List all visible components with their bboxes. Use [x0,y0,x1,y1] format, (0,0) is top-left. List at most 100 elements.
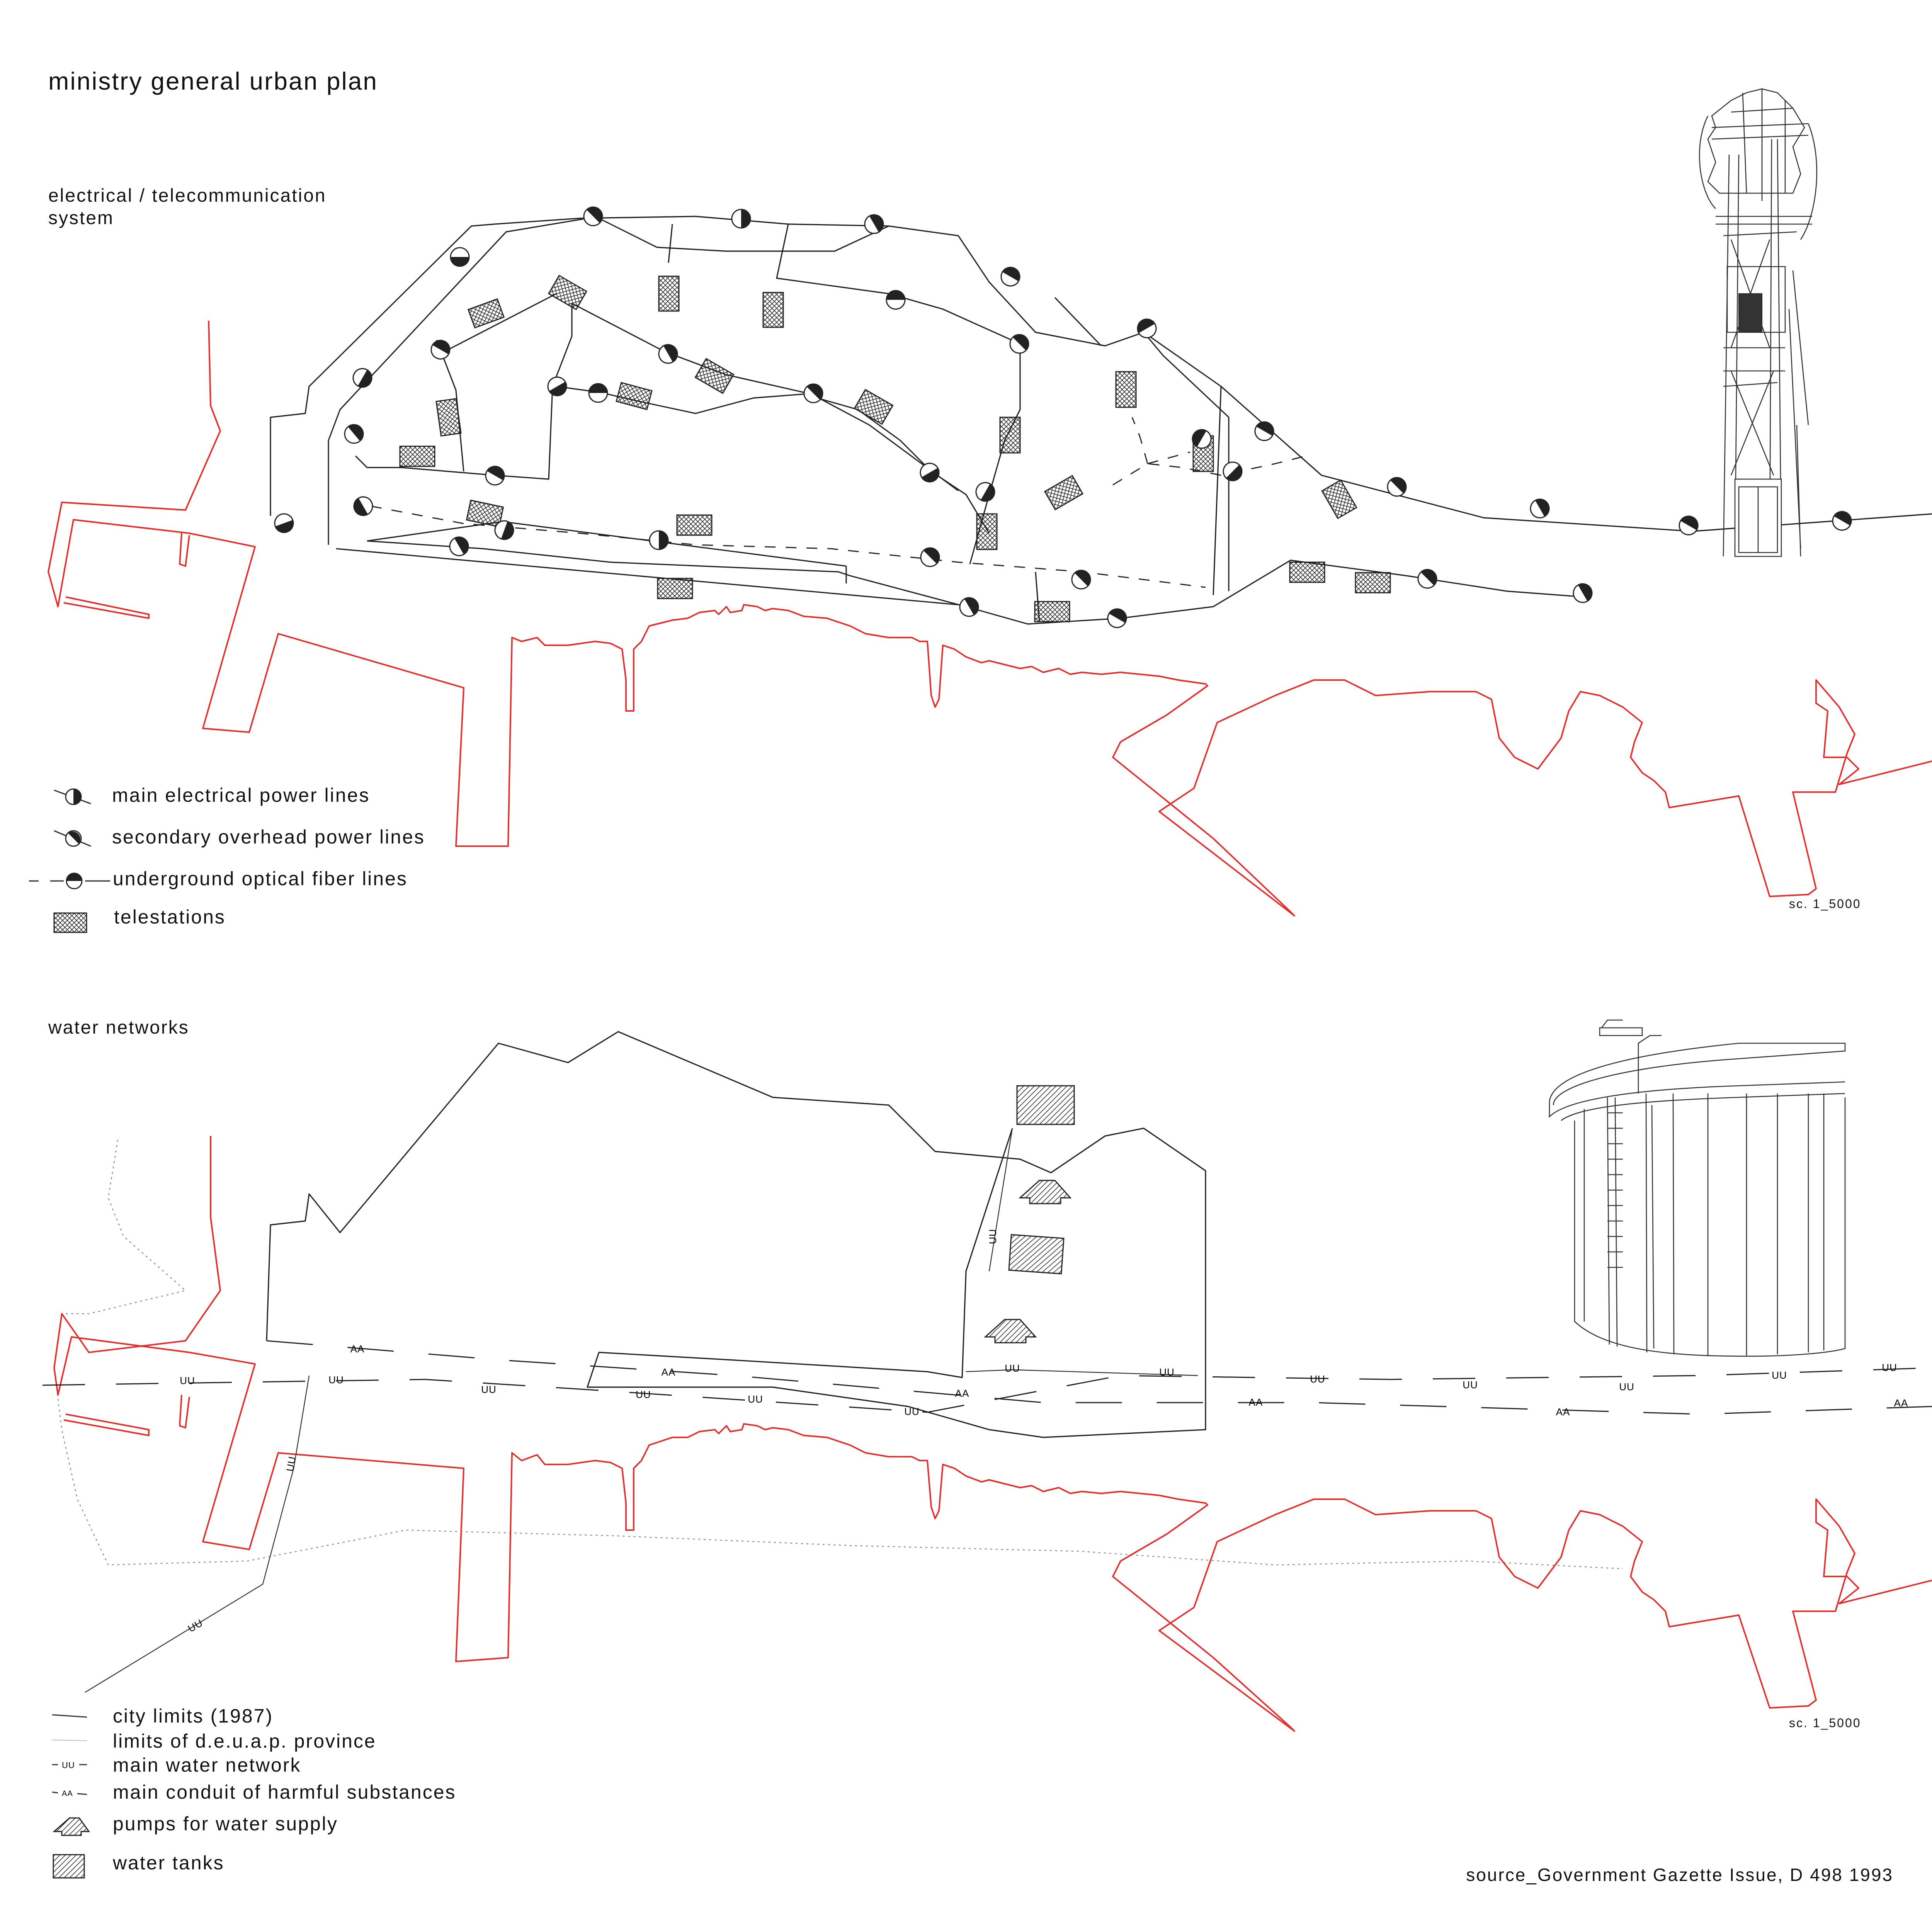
power-pole-symbol [1832,511,1852,531]
water-network-code-label: UU [1882,1362,1897,1373]
power-pole-symbol [920,547,940,567]
power-pole-symbol [344,424,364,444]
telestation [467,298,505,329]
water-network-code-label: UU [328,1374,344,1386]
telestation [616,382,653,410]
electrical-heading: electrical / telecommunication [48,185,327,206]
telestation [658,275,680,312]
power-pole-symbol [485,466,505,486]
telestation [694,358,735,394]
power-pole-symbol [886,290,906,310]
water-network-code-label: UU [481,1384,497,1395]
power-pole-symbol [274,513,294,533]
electrical-legend: main electrical power lines secondary ov… [29,784,425,933]
city-limits-outline [266,1031,1206,1438]
harmful-code-icon-text: AA [62,1789,73,1798]
harmful-conduit-code-label: AA [1894,1397,1908,1409]
telestation [657,578,693,599]
power-pole-symbol [1223,461,1243,481]
coastline-bottom [53,1136,1932,1732]
water-tank-drawing [1549,1019,1846,1357]
harmful-conduit-code-label: AA [662,1366,676,1378]
water-heading: water networks [48,1017,189,1038]
water-network-code-label: UU [1619,1381,1634,1393]
water-network-code-label: UU [636,1389,651,1400]
telestation [435,398,462,437]
legend-water-network-label: main water network [113,1754,301,1776]
water-scale: sc. 1_5000 [1789,1716,1861,1730]
legend-pumps-label: pumps for water supply [113,1813,338,1835]
water-network-code-label: UU [180,1375,195,1386]
power-pole-symbol [430,340,451,360]
telestation-icon [53,912,87,933]
harmful-conduit-code-label: AA [350,1343,365,1355]
water-network-code-label: UU [186,1617,205,1634]
power-pole-symbol [864,214,884,234]
telestation [1321,479,1357,519]
telestation [1115,371,1137,408]
power-pole-symbol [649,530,669,550]
power-pole-symbol [1679,515,1699,536]
water-network-code-label: UU [1159,1366,1175,1378]
coastline-top [48,320,1932,917]
electric-pylon-drawing [1699,88,1818,557]
sheet-title: ministry general urban plan [48,67,378,95]
water-tank [1008,1234,1065,1275]
water-network-code-label: UU [1772,1369,1787,1381]
power-pole-symbol [920,463,940,483]
power-pole-symbol [803,383,823,403]
water-network-line-icon: UU [52,1760,87,1770]
water-code-icon-text: UU [62,1760,75,1770]
water-network-code-label: UU [904,1406,920,1417]
harmful-conduit-line-icon: AA [52,1789,87,1798]
telestation [1289,561,1325,583]
power-pole-symbol [352,368,372,388]
telestation [466,499,504,528]
water-network-layer [42,1128,1932,1693]
source-note: source_Government Gazette Issue, D 498 1… [1466,1865,1893,1885]
power-pole-symbol [353,496,373,516]
secondary-power-line-icon [54,830,91,847]
harmful-conduit-code-label: AA [955,1388,969,1399]
telestation [854,389,894,425]
power-pole-symbol [731,209,751,229]
telestation [399,446,435,467]
fiber-line-icon [29,872,110,889]
telestation [999,417,1021,454]
power-pole-symbol [1530,498,1550,519]
power-pole-symbol [1000,267,1020,287]
electrical-network [270,216,1932,625]
power-pole-symbol [1009,334,1029,354]
legend-tanks-label: water tanks [112,1852,224,1874]
telestation [762,292,784,328]
power-pole-symbol [583,206,603,226]
telestation [676,514,713,536]
harmful-conduit-code-label: AA [1556,1406,1570,1418]
legend-secondary-power-label: secondary overhead power lines [112,826,425,848]
telestation [1034,601,1070,622]
telestation [1044,475,1084,510]
power-pole-symbol [975,482,995,502]
power-pole-symbol [658,344,678,364]
power-pole-symbol [1192,429,1212,449]
legend-fiber-label: underground optical fiber lines [113,868,408,889]
electrical-heading-line2: system [48,208,114,228]
power-pole-symbol [450,247,470,267]
power-pole-symbol [1254,421,1274,441]
main-power-line-icon [54,788,91,805]
water-network-code-label: UU [1005,1362,1020,1374]
province-limits-line [53,1139,1623,1570]
legend-telestation-label: telestations [114,906,226,928]
water-network-code-label: UU [1310,1373,1325,1385]
legend-main-power-label: main electrical power lines [112,784,370,806]
water-tank [1016,1085,1075,1125]
water-tank-icon [53,1854,85,1879]
power-poles-layer [274,206,1852,628]
water-legend: city limits (1987) limits of d.e.u.a.p. … [52,1705,456,1879]
pump [1019,1180,1072,1204]
electrical-scale: sc. 1_5000 [1789,897,1861,911]
legend-harmful-label: main conduit of harmful substances [113,1781,456,1803]
